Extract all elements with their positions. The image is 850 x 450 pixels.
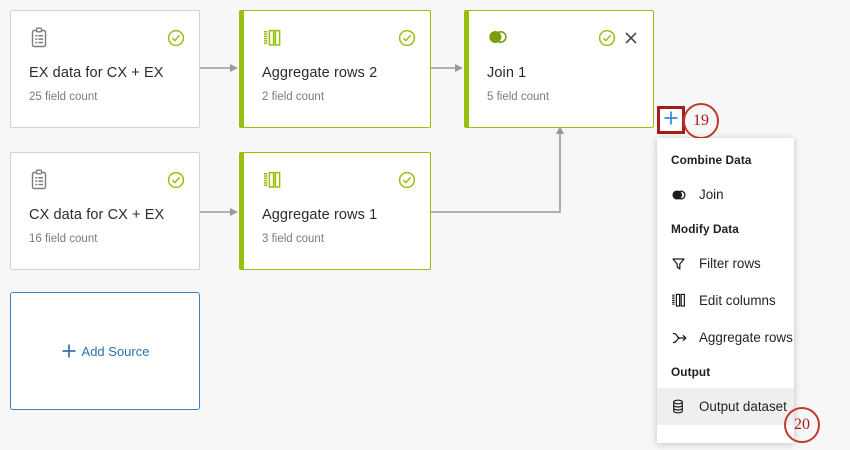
node-subtitle: 2 field count [262,91,325,103]
clipboard-icon [29,27,49,54]
add-source-label: Add Source [81,343,150,359]
database-icon [671,399,693,414]
node-header [29,169,185,195]
menu-item-filter-rows[interactable]: Filter rows [657,245,794,282]
node-subtitle: 3 field count [262,233,325,245]
menu-group-combine-data: Combine Data [671,153,752,167]
check-circle-icon [167,29,185,52]
node-title: EX data for CX + EX [29,65,164,81]
node-header-actions [167,171,185,194]
add-source-card[interactable]: Add Source [10,292,200,410]
check-circle-icon [167,171,185,194]
funnel-icon [671,256,693,271]
check-circle-icon [398,29,416,52]
node-ex-data-source[interactable]: EX data for CX + EX 25 field count [10,10,200,128]
node-join-1[interactable]: Join 1 5 field count [464,10,654,128]
venn-join-icon [487,27,509,52]
node-header [29,27,185,53]
menu-item-label: Aggregate rows [699,330,793,345]
node-aggregate-rows-2[interactable]: Aggregate rows 2 2 field count [239,10,431,128]
columns-icon [262,27,284,54]
menu-group-modify-data: Modify Data [671,222,739,236]
node-header [262,169,416,195]
menu-item-aggregate-rows[interactable]: Aggregate rows [657,319,794,356]
annotation-badge-number: 20 [794,416,810,433]
clipboard-icon [29,169,49,196]
add-step-menu: Combine Data Join Modify Data Filter row… [657,138,794,443]
annotation-badge-19: 19 [683,103,719,139]
menu-item-label: Join [699,187,724,202]
node-aggregate-rows-1[interactable]: Aggregate rows 1 3 field count [239,152,431,270]
node-subtitle: 16 field count [29,233,98,245]
aggregate-arrow-icon [671,331,693,345]
close-icon[interactable] [623,30,639,51]
node-header-actions [167,29,185,52]
node-cx-data-source[interactable]: CX data for CX + EX 16 field count [10,152,200,270]
node-header [487,27,639,53]
check-circle-icon [398,171,416,194]
menu-group-output: Output [671,365,711,379]
add-step-plus-button[interactable] [659,108,683,132]
node-header-actions [398,171,416,194]
plus-icon [663,110,679,131]
menu-item-edit-columns[interactable]: Edit columns [657,282,794,319]
node-subtitle: 5 field count [487,91,550,103]
menu-item-output-dataset[interactable]: Output dataset [657,388,794,425]
node-title: CX data for CX + EX [29,207,165,223]
menu-item-label: Filter rows [699,256,761,271]
columns-icon [262,169,284,196]
plus-icon [61,343,77,362]
menu-item-label: Output dataset [699,399,787,414]
menu-item-join[interactable]: Join [657,176,794,213]
check-circle-icon [598,29,616,52]
annotation-badge-number: 19 [693,112,709,129]
columns-icon [671,293,693,308]
node-title: Aggregate rows 2 [262,65,378,81]
node-header [262,27,416,53]
node-subtitle: 25 field count [29,91,98,103]
venn-join-icon [671,188,693,202]
node-title: Aggregate rows 1 [262,207,378,223]
node-header-actions [598,29,639,52]
node-header-actions [398,29,416,52]
menu-item-label: Edit columns [699,293,776,308]
node-title: Join 1 [487,65,527,81]
